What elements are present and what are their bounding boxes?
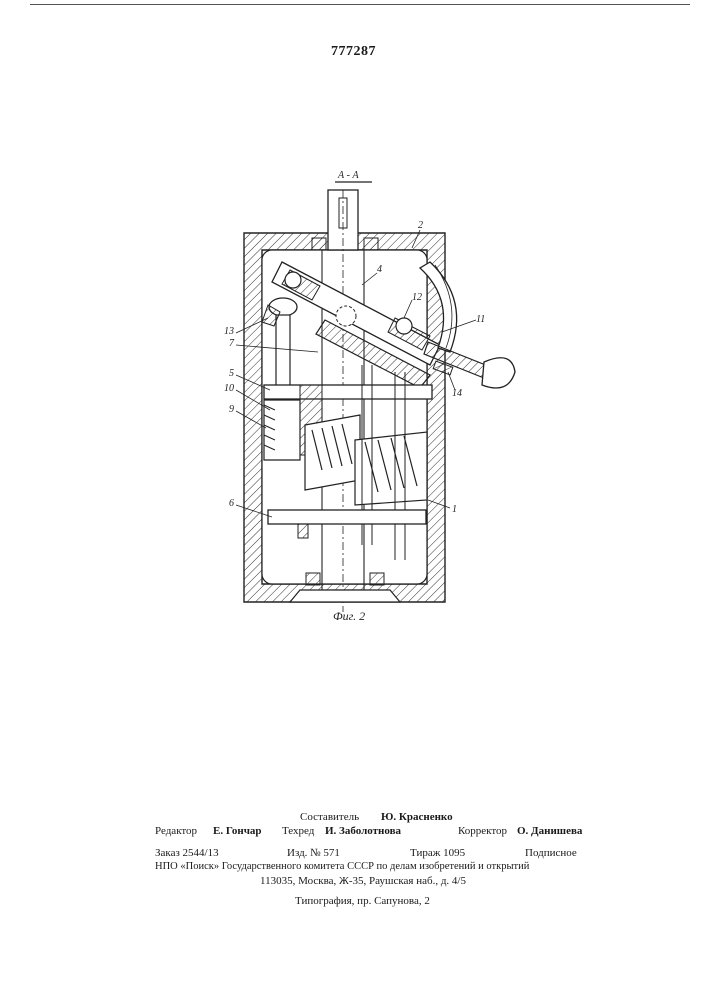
- corrector-name: О. Данишева: [517, 824, 582, 838]
- part-label-2: 2: [418, 220, 423, 231]
- corrector-label: Корректор: [458, 824, 507, 838]
- part-label-6: 6: [229, 498, 234, 509]
- address-row: 113035, Москва, Ж-35, Раушская наб., д. …: [155, 874, 585, 888]
- spacer: [155, 838, 585, 846]
- part-label-13: 13: [224, 326, 234, 337]
- part-label-12: 12: [412, 292, 422, 303]
- editor-name: Е. Гончар: [213, 824, 262, 838]
- printer-row: Типография, пр. Сапунова, 2: [155, 894, 585, 908]
- order-row: Заказ 2544/13 Изд. № 571 Тираж 1095 Подп…: [155, 846, 585, 860]
- part-label-14: 14: [452, 388, 462, 399]
- edition-number: Изд. № 571: [287, 846, 340, 860]
- part-label-11: 11: [476, 314, 485, 325]
- part-label-9: 9: [229, 404, 234, 415]
- techred-label: Техред: [282, 824, 314, 838]
- part-label-5: 5: [229, 368, 234, 379]
- subscription: Подписное: [525, 846, 577, 860]
- org-line: НПО «Поиск» Государственного комитета СС…: [155, 860, 529, 874]
- staff-row: Редактор Е. Гончар Техред И. Заболотнова…: [155, 824, 585, 838]
- figure-caption: Фиг. 2: [333, 609, 365, 623]
- compiler-name: Ю. Красненко: [381, 810, 453, 824]
- circulation: Тираж 1095: [410, 846, 465, 860]
- editor-label: Редактор: [155, 824, 197, 838]
- techred-name: И. Заболотнова: [325, 824, 401, 838]
- part-label-10: 10: [224, 383, 234, 394]
- org-row: НПО «Поиск» Государственного комитета СС…: [155, 860, 585, 874]
- section-mark: А - А: [335, 170, 372, 182]
- printer: Типография, пр. Сапунова, 2: [295, 894, 430, 908]
- compiler-label: Составитель: [300, 810, 359, 824]
- order-number: Заказ 2544/13: [155, 846, 219, 860]
- section-label: А - А: [337, 170, 359, 181]
- address: 113035, Москва, Ж-35, Раушская наб., д. …: [260, 874, 466, 888]
- compiler-row: Составитель Ю. Красненко: [155, 810, 585, 824]
- imprint-block: Составитель Ю. Красненко Редактор Е. Гон…: [155, 810, 585, 908]
- part-label-7: 7: [229, 338, 235, 349]
- part-label-4: 4: [377, 264, 382, 275]
- part-label-1: 1: [452, 504, 457, 515]
